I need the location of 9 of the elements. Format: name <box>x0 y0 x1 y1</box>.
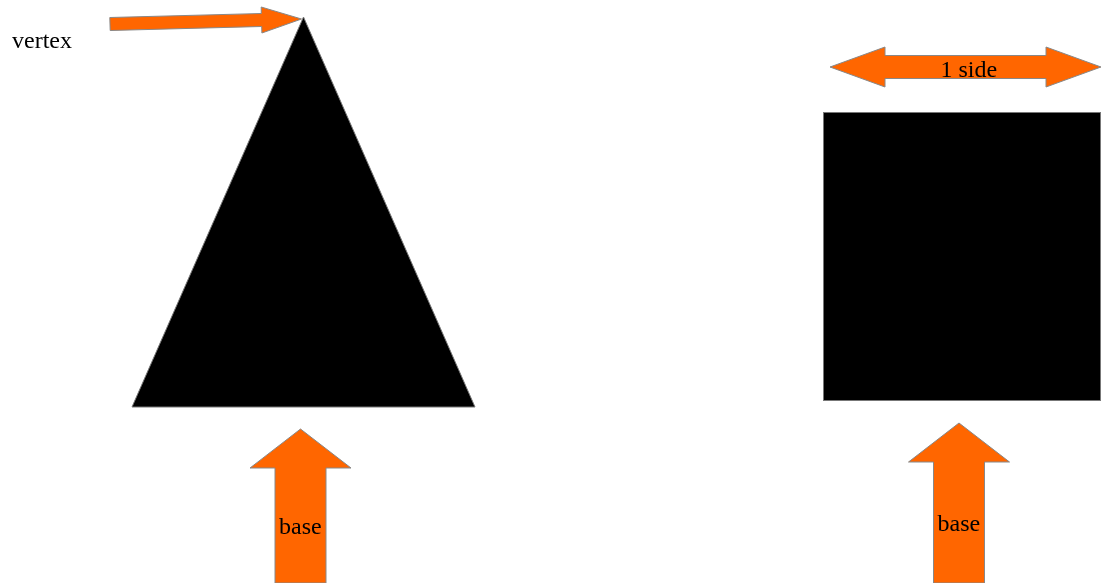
edge-label: base <box>279 513 322 538</box>
triangle-shape <box>132 17 475 407</box>
arrow <box>908 422 1010 583</box>
label-text: vertex <box>12 28 94 54</box>
edge-label: base <box>937 510 981 535</box>
square-shape <box>823 112 1101 401</box>
arrow <box>249 428 352 583</box>
dimension-label: 1 side <box>940 57 998 81</box>
arrow <box>109 6 302 34</box>
